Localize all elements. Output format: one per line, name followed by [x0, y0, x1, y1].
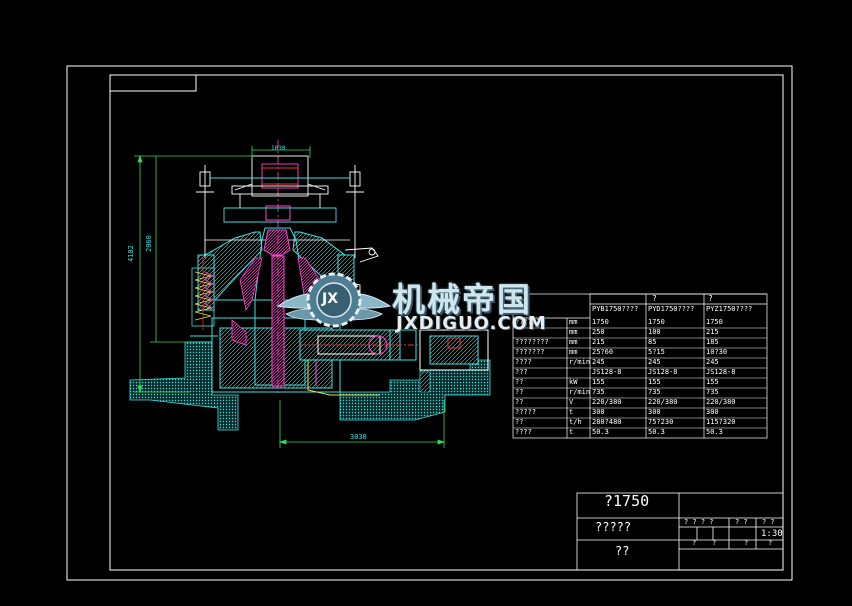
table-row-value: 50.3 — [648, 428, 665, 436]
table-row-value: 115?320 — [706, 418, 736, 426]
title-cell-bottom-2: ? — [712, 539, 717, 547]
spring-assembly-left — [191, 258, 215, 330]
table-row-unit: V — [569, 398, 574, 406]
table-row-unit: t/h — [569, 418, 582, 426]
table-row-label: ?? — [515, 378, 524, 386]
table-row-value: 215 — [592, 338, 605, 346]
table-row-value: 5?15 — [648, 348, 665, 356]
tie-rods — [196, 165, 364, 258]
table-row-unit: mm — [569, 318, 578, 326]
table-row-value: 735 — [706, 388, 719, 396]
watermark-emblem-letters: JX — [322, 291, 339, 307]
title-cell-top-3: ? ? — [762, 518, 775, 526]
table-row-value: 10?30 — [706, 348, 728, 356]
feed-hopper — [223, 155, 337, 223]
table-row-label: ?? — [515, 398, 524, 406]
table-row-value: 300 — [706, 408, 719, 416]
table-row-label: ????? — [515, 408, 537, 416]
parameters-table-grid — [512, 293, 768, 439]
table-row-value: 250 — [592, 328, 605, 336]
table-row-value: 220/380 — [592, 398, 622, 406]
drive-shaft — [299, 329, 489, 396]
title-cell-bottom-4: ? — [768, 539, 773, 547]
dim-height-total: 4102 — [127, 245, 135, 262]
table-row-value: 185 — [706, 338, 719, 346]
table-row-unit: mm — [569, 328, 578, 336]
foundation — [129, 341, 491, 431]
table-row-label: ?? — [515, 418, 524, 426]
watermark-name-en: JXDIGUO.COM — [396, 313, 547, 334]
table-row-value: 300 — [592, 408, 605, 416]
dim-base-width: 3038 — [350, 433, 367, 441]
title-cell-top-2: ? ? — [735, 518, 748, 526]
dim-height-inner: 2060 — [145, 235, 153, 252]
table-row-label: ???? — [515, 428, 532, 436]
crushing-cone — [231, 140, 321, 395]
outer-frame — [66, 65, 793, 581]
dim-top-width: 1030 — [271, 145, 286, 152]
table-row-value: 245 — [648, 358, 661, 366]
dimension-lines — [134, 146, 446, 448]
table-row-label: ???????? — [515, 338, 549, 346]
table-header-1: ? — [652, 294, 657, 303]
table-row-value: 85 — [648, 338, 657, 346]
table-row-value: 220/380 — [648, 398, 678, 406]
corner-code-box — [109, 74, 197, 92]
table-row-unit: t — [569, 428, 574, 436]
table-row-unit: mm — [569, 348, 578, 356]
title-cell-top-1: ? ? ? ? — [684, 518, 714, 526]
table-row-label: ??????? — [515, 318, 545, 326]
scale-value: 1:30 — [761, 529, 783, 539]
drawing-subtitle: ????? — [595, 520, 632, 534]
table-row-value: 280?480 — [592, 418, 622, 426]
table-row-unit: r/min — [569, 358, 591, 366]
table-row-value: 100 — [648, 328, 661, 336]
table-row-value: 735 — [648, 388, 661, 396]
inner-frame — [109, 74, 784, 571]
table-row-unit: r/min — [569, 388, 591, 396]
table-row-label: ??????? — [515, 348, 545, 356]
table-row-unit: t — [569, 408, 574, 416]
table-row-value: JS128-8 — [592, 368, 622, 376]
table-row-value: 215 — [706, 328, 719, 336]
table-row-value: 75?230 — [648, 418, 674, 426]
watermark-emblem — [276, 272, 392, 328]
sheet-label: ?? — [615, 544, 630, 558]
table-row-value: 245 — [592, 358, 605, 366]
table-row-label: ??? — [515, 368, 528, 376]
table-row-unit: mm — [569, 338, 578, 346]
table-row-value: 1750 — [648, 318, 665, 326]
table-row-value: 1750 — [706, 318, 723, 326]
table-row-value: JS128-8 — [706, 368, 736, 376]
title-cell-bottom-1: ? — [692, 539, 697, 547]
table-row-value: 155 — [706, 378, 719, 386]
table-row-label: ???? — [515, 358, 532, 366]
table-row-value: 155 — [592, 378, 605, 386]
parameters-table-rows — [513, 327, 767, 429]
watermark-name-cn: 机械帝国 — [392, 280, 532, 319]
title-block-grid — [576, 492, 784, 571]
table-row-value: 50.3 — [706, 428, 723, 436]
table-model-1: PYB1750???? — [592, 305, 639, 313]
table-row-value: 1750 — [592, 318, 609, 326]
table-row-value: 155 — [648, 378, 661, 386]
table-model-2: PYD1750???? — [648, 305, 695, 313]
table-row-value: JS128-8 — [648, 368, 678, 376]
table-row-value: 245 — [706, 358, 719, 366]
title-cell-bottom-3: ? — [744, 539, 749, 547]
table-row-value: 735 — [592, 388, 605, 396]
table-row-unit: kW — [569, 378, 578, 386]
table-header-2: ? — [708, 294, 713, 303]
table-row-value: 25?60 — [592, 348, 614, 356]
table-row-value: 50.3 — [592, 428, 609, 436]
table-row-value: 220/380 — [706, 398, 736, 406]
table-row-label: ?? — [515, 388, 524, 396]
table-row-value: 300 — [648, 408, 661, 416]
drawing-title: ?1750 — [604, 492, 650, 510]
table-model-3: PYZ1750???? — [706, 305, 753, 313]
